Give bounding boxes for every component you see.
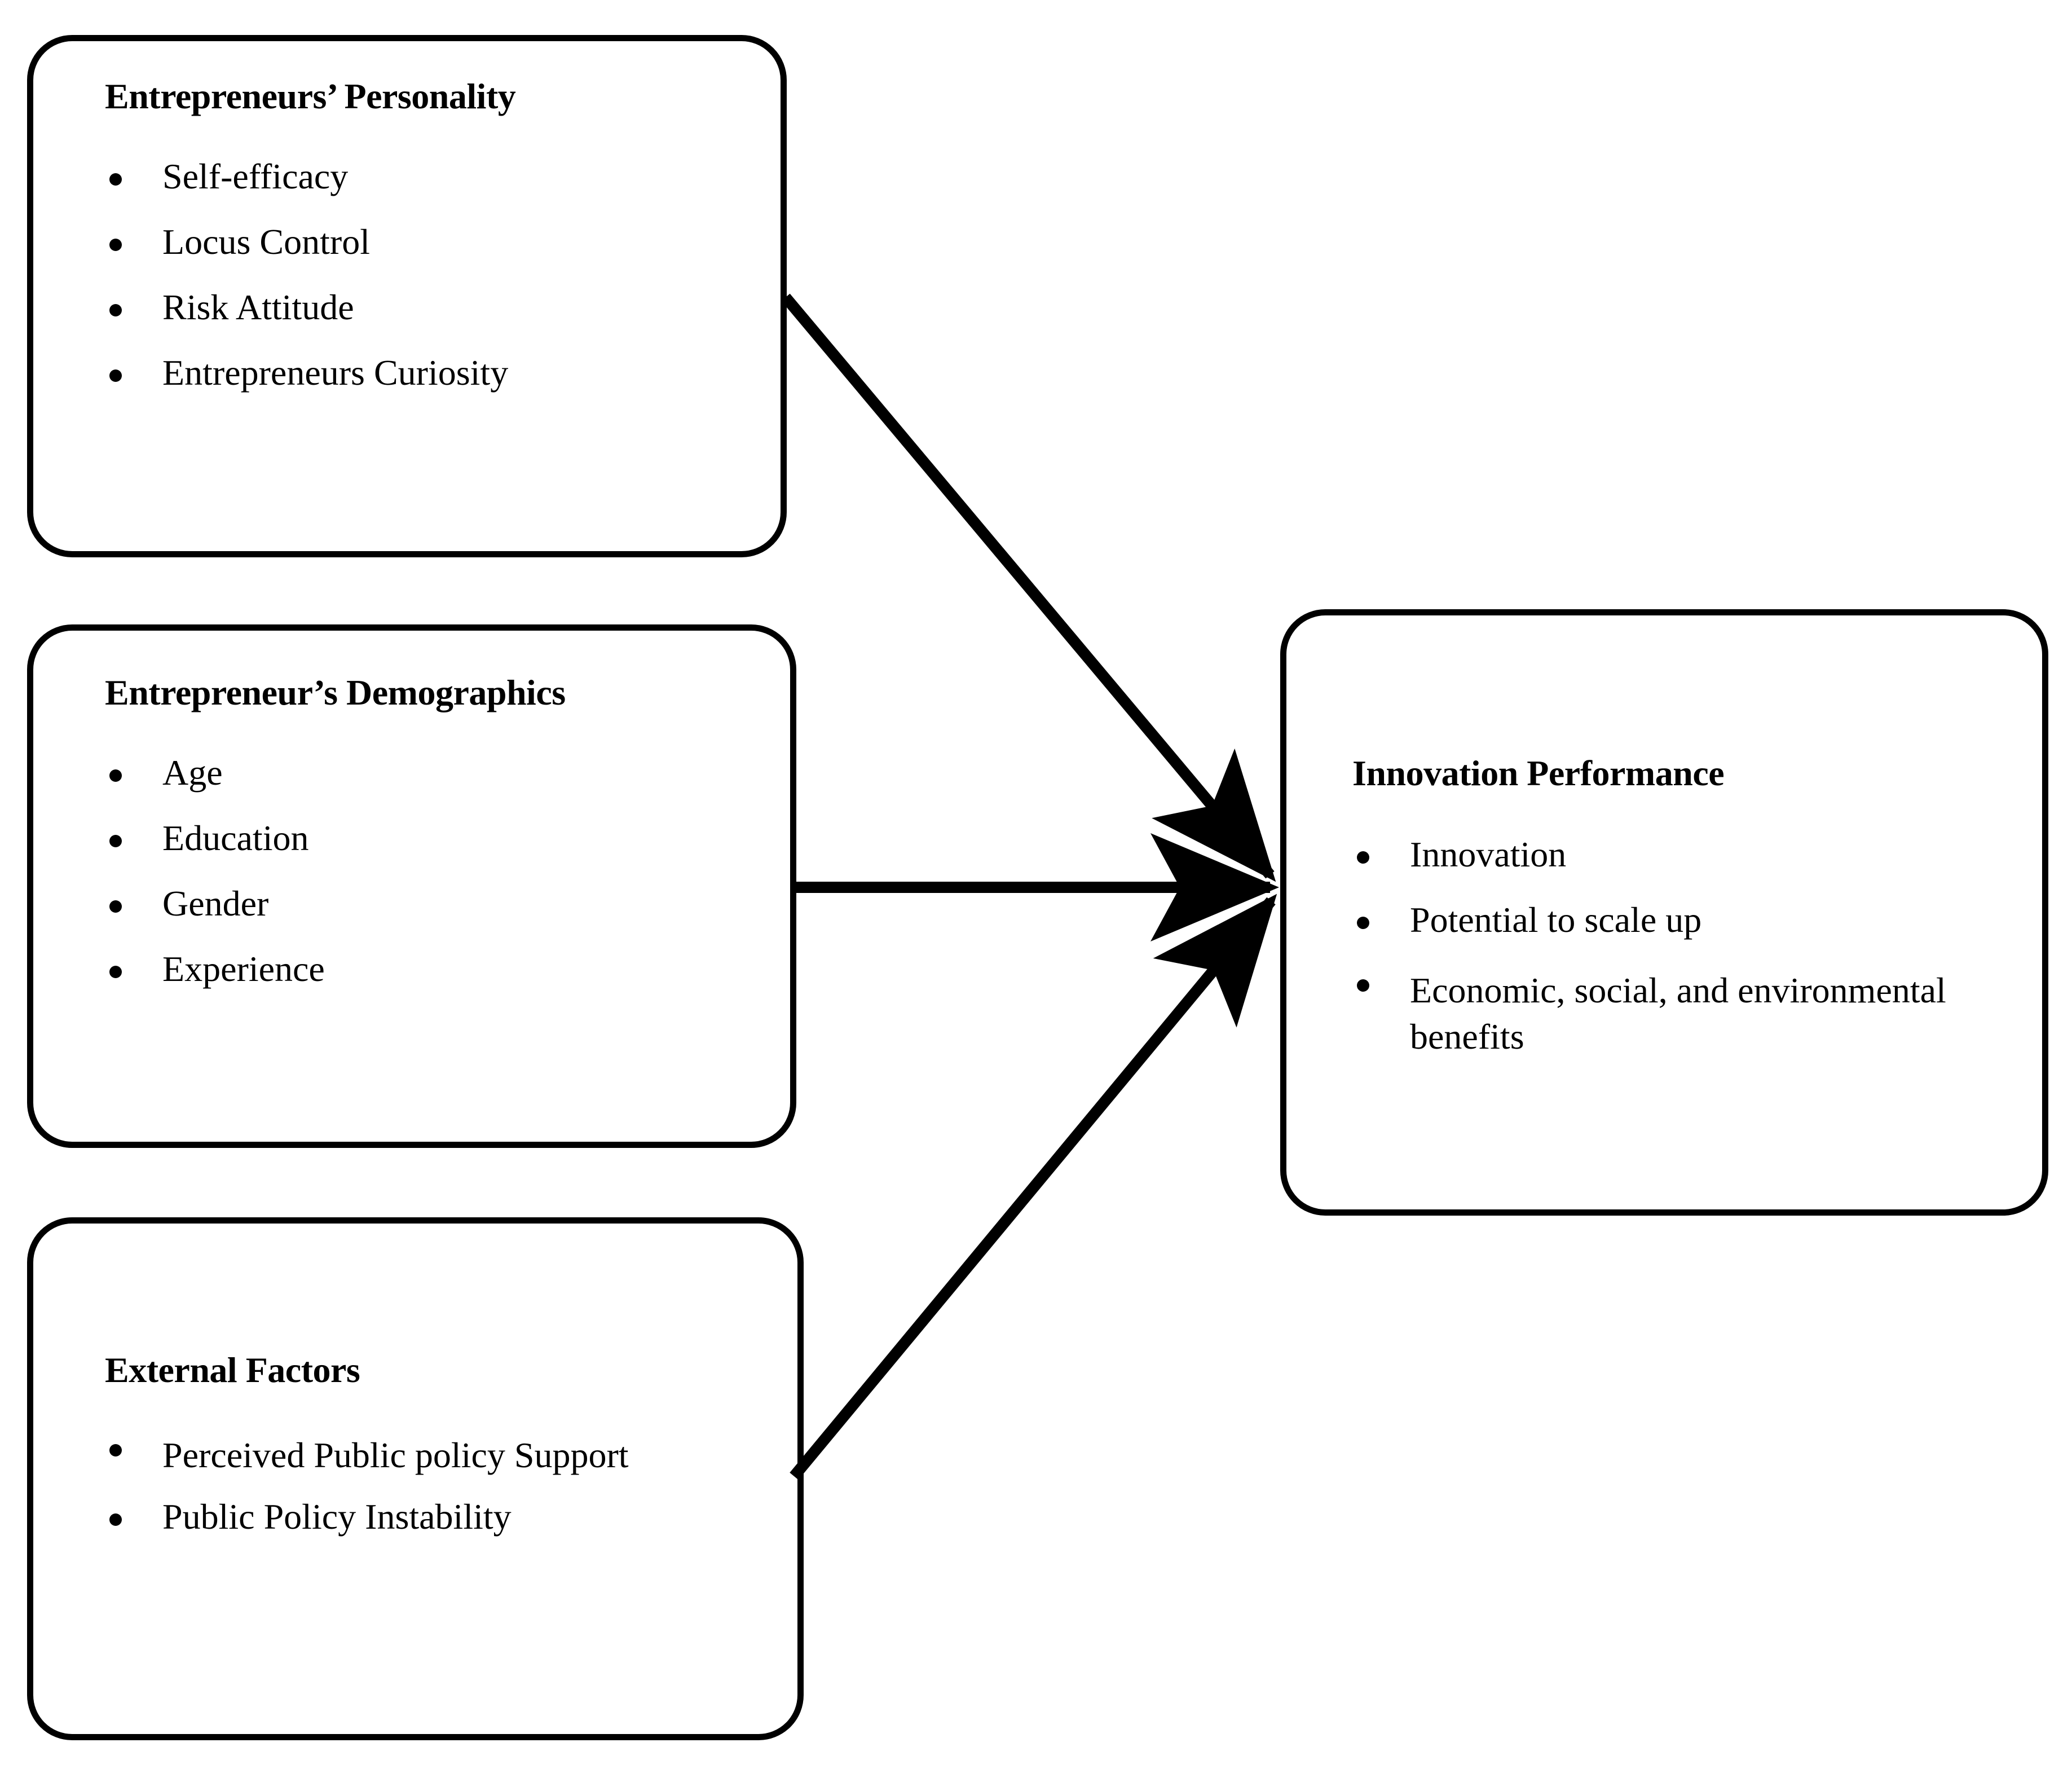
list-item-label: Economic, social, and envi­ronmental ben…	[1410, 970, 1946, 1057]
bullet-dot-icon	[109, 303, 122, 316]
list-item-label: Locus Control	[162, 222, 370, 262]
list-item: Entrepreneurs Curiosity	[105, 355, 759, 391]
bullet-dot-icon	[1357, 979, 1369, 992]
list-item-label: Self-efficacy	[162, 156, 349, 196]
bullet-dot-icon	[109, 173, 122, 186]
list-item-label: Entrepreneurs Curiosity	[162, 353, 509, 393]
list-item-label: Potential to scale up	[1410, 900, 1702, 940]
list-item-label: Public Policy Instability	[162, 1496, 512, 1537]
node-innovation-performance[interactable]: Innovation Performance Innovation Potent…	[1280, 609, 2048, 1216]
list-item: Self-efficacy	[105, 159, 759, 195]
bullet-dot-icon	[109, 238, 122, 251]
node-content: Entrepreneurs’ Personality Self-efficacy…	[33, 41, 781, 551]
bullet-dot-icon	[109, 369, 122, 382]
node-external-factors[interactable]: External Factors Perceived Public policy…	[27, 1217, 804, 1740]
list-item-label: Education	[162, 818, 309, 858]
node-bullet-list-personality: Self-efficacy Locus Control Risk Attitud…	[105, 159, 759, 420]
node-content: Entrepreneur’s Demographics Age Educatio…	[33, 631, 790, 1142]
list-item-label: Risk Attitude	[162, 287, 354, 327]
node-title-innovation: Innovation Performance	[1352, 753, 1725, 793]
node-entrepreneurs-demographics[interactable]: Entrepreneur’s Demographics Age Educatio…	[27, 624, 796, 1148]
node-content: External Factors Perceived Public policy…	[33, 1224, 797, 1734]
list-item: Age	[105, 755, 770, 791]
bullet-dot-icon	[109, 1444, 122, 1457]
node-content: Innovation Performance Innovation Potent…	[1286, 615, 2042, 1209]
list-item-label: Innovation	[1410, 834, 1567, 874]
list-item-label: Perceived Public policy Support	[162, 1435, 629, 1475]
list-item: Gender	[105, 886, 770, 922]
bullet-dot-icon	[109, 769, 122, 782]
list-item: Perceived Public policy Support	[105, 1432, 680, 1478]
list-item: Innovation	[1352, 837, 1961, 873]
list-item-label: Experience	[162, 949, 325, 989]
list-item: Public Policy Instability	[105, 1496, 680, 1537]
bullet-dot-icon	[109, 1513, 122, 1526]
list-item: Risk Attitude	[105, 289, 759, 325]
node-title-personality: Entrepreneurs’ Personality	[105, 76, 516, 116]
bullet-dot-icon	[109, 834, 122, 847]
arrow-external-to-innovation	[790, 894, 1277, 1480]
list-item-label: Gender	[162, 883, 269, 923]
bullet-dot-icon	[1357, 916, 1369, 929]
node-bullet-list-external: Perceived Public policy Support Public P…	[105, 1432, 680, 1564]
node-entrepreneurs-personality[interactable]: Entrepreneurs’ Personality Self-efficacy…	[27, 35, 787, 557]
node-title-demographics: Entrepreneur’s Demographics	[105, 672, 566, 712]
list-item: Experience	[105, 951, 770, 987]
bullet-dot-icon	[1357, 851, 1369, 864]
node-bullet-list-demographics: Age Education Gender Experience	[105, 755, 770, 1016]
list-item-label: Age	[162, 753, 223, 793]
bullet-dot-icon	[109, 965, 122, 978]
node-title-external: External Factors	[105, 1350, 360, 1390]
list-item: Potential to scale up	[1352, 902, 1961, 938]
arrow-personality-to-innovation	[781, 293, 1276, 882]
list-item: Economic, social, and envi­ronmental ben…	[1352, 967, 1961, 1060]
list-item: Education	[105, 820, 770, 856]
bullet-dot-icon	[109, 900, 122, 913]
list-item: Locus Control	[105, 224, 759, 260]
node-bullet-list-innovation: Innovation Potential to scale up Economi…	[1352, 837, 1961, 1089]
